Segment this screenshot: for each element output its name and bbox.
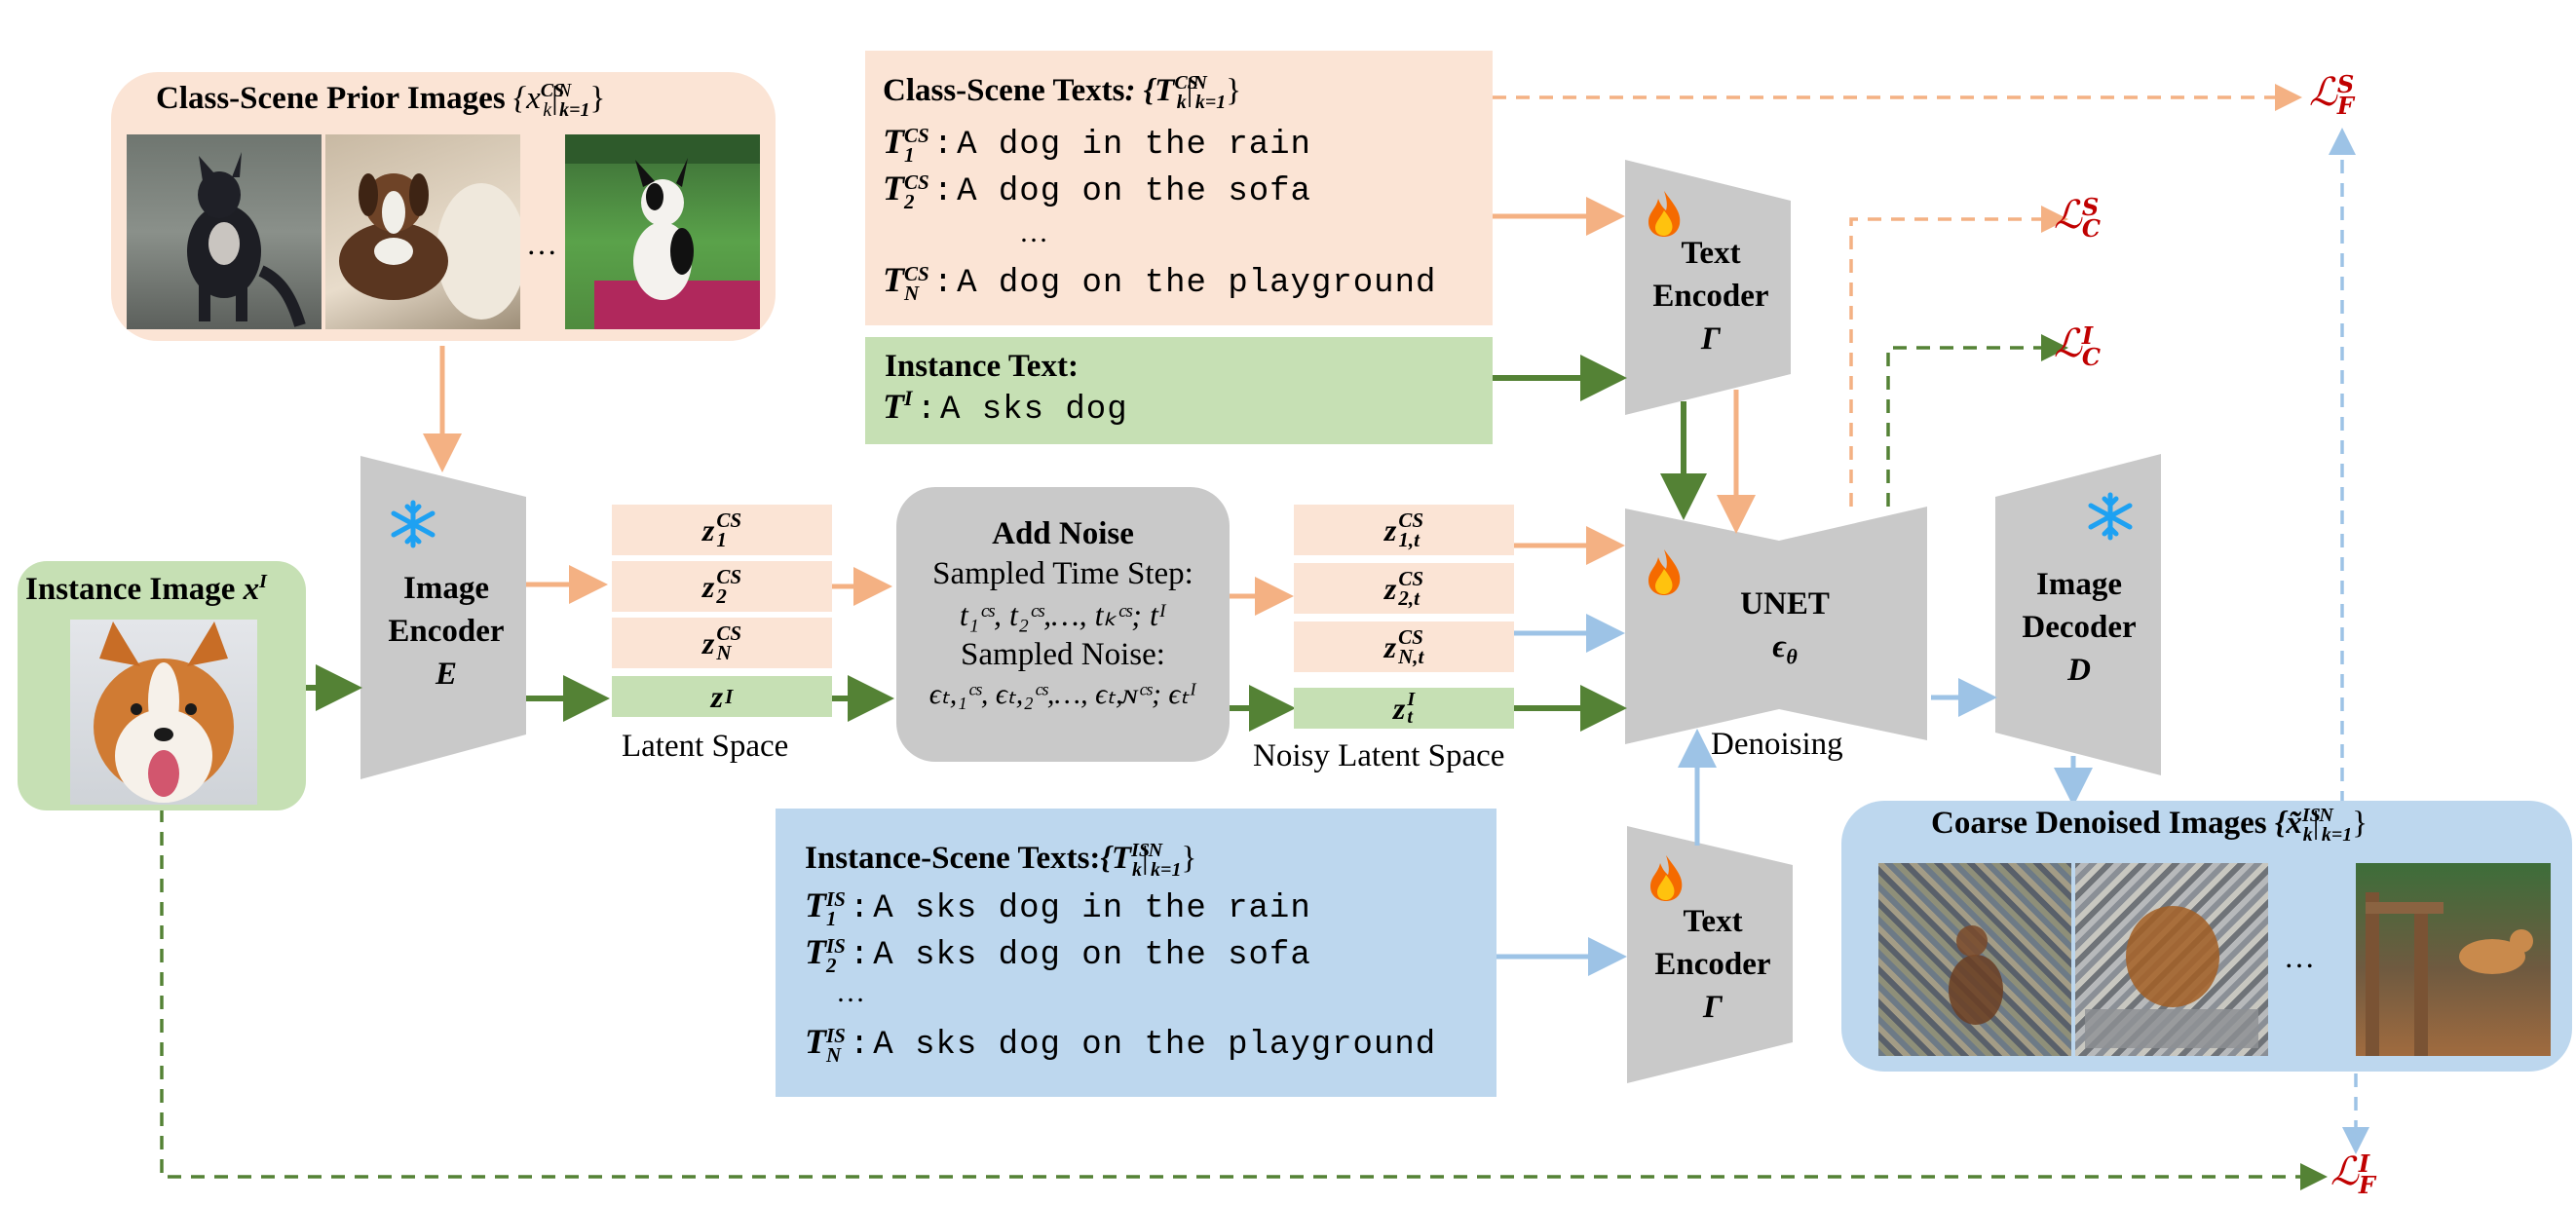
snowflake-icon — [391, 500, 436, 548]
denoising-caption: Denoising — [1711, 727, 1843, 762]
instance-text-title: Instance Text: — [885, 349, 1079, 384]
coarse-denoised-title: Coarse Denoised Images {x̃ISk|Nk=1} — [1931, 805, 2368, 846]
unet-shape — [1625, 507, 1927, 744]
instance-image-photo — [70, 620, 257, 805]
add-noise-step-label: Sampled Time Step: — [932, 556, 1193, 591]
instance-image-title: Instance Image xI — [25, 571, 267, 607]
add-noise-noise-values: ϵₜ,₁ᶜˢ, ϵₜ,₂ᶜˢ,…, ϵₜ,ɴᶜˢ; ϵₜᴵ — [928, 678, 1197, 710]
prior-ellipsis: … — [526, 226, 557, 261]
instance-scene-texts-ellipsis: … — [836, 976, 865, 1008]
unet-label: UNET ϵθ — [1740, 586, 1830, 669]
fire-icon — [1650, 855, 1683, 901]
coarse-image-rain — [1878, 863, 2071, 1056]
dashed-line-ci — [1886, 334, 2068, 507]
coarse-denoised-panel: Coarse Denoised Images {x̃ISk|Nk=1} … — [1841, 801, 2572, 1072]
text-encoder-top-label: Text Encoder Γ — [1652, 236, 1769, 357]
image-decoder-shape — [1995, 454, 2161, 775]
dashed-line-instance-to-fi — [160, 809, 2328, 1190]
image-decoder-label: Image Decoder D — [2022, 567, 2137, 688]
coarse-image-playground — [2356, 863, 2551, 1056]
prior-image-sofa — [325, 134, 520, 329]
class-scene-texts-title: Class-Scene Texts: {TCSk|Nk=1} — [883, 72, 1242, 113]
image-encoder-label: Image Encoder E — [388, 571, 505, 692]
instance-image-panel: Instance Image xI — [18, 561, 306, 810]
instance-scene-texts-title: Instance-Scene Texts:{TISk|Nk=1} — [805, 840, 1197, 881]
class-scene-texts-ellipsis: … — [1019, 216, 1048, 248]
instance-text-line: TI :A sks dog — [883, 386, 1128, 429]
add-noise-panel: Add Noise Sampled Time Step: t₁ᶜˢ, t₂ᶜˢ,… — [896, 487, 1230, 762]
snowflake-icon — [2088, 492, 2133, 541]
class-scene-prior-title: Class-Scene Prior Images {xCSk|Nk=1} — [156, 80, 606, 121]
latent-space-caption: Latent Space — [622, 729, 789, 764]
image-encoder-shape — [360, 456, 526, 779]
prior-image-rain — [127, 134, 322, 329]
dashed-line-cs — [1849, 206, 2068, 507]
fire-icon — [1648, 191, 1681, 237]
noisy-latent-caption: Noisy Latent Space — [1253, 738, 1505, 773]
coarse-ellipsis: … — [2284, 939, 2315, 974]
fire-icon — [1648, 549, 1681, 595]
text-encoder-bottom-label: Text Encoder Γ — [1654, 904, 1771, 1025]
class-scene-prior-panel: Class-Scene Prior Images {xCSk|Nk=1} … — [111, 72, 776, 341]
instance-text-panel: Instance Text: TI :A sks dog — [865, 337, 1493, 444]
add-noise-step-values: t₁ᶜˢ, t₂ᶜˢ,…, tₖᶜˢ; tᴵ — [959, 597, 1167, 632]
prior-image-playground — [565, 134, 760, 329]
add-noise-title: Add Noise — [992, 516, 1134, 551]
coarse-image-sofa — [2075, 863, 2268, 1056]
add-noise-noise-label: Sampled Noise: — [961, 637, 1165, 672]
